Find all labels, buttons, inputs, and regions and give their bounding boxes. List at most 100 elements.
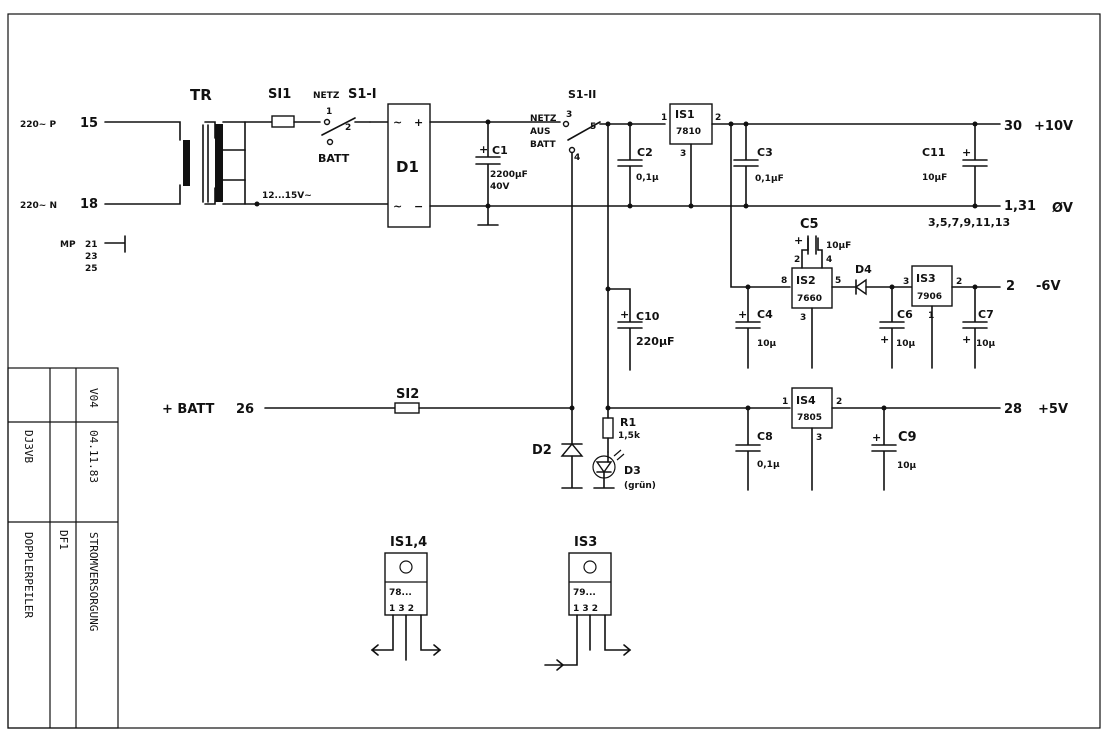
capacitor-c1: + C1 2200μF 40V: [475, 119, 528, 226]
d3-label: D3: [624, 464, 641, 477]
regulator-is1: IS1 7810 1 2 3: [661, 103, 721, 209]
input-p-pin: 15: [80, 116, 98, 131]
r1-value: 1,5k: [618, 431, 641, 441]
si2-label: SI2: [396, 387, 419, 402]
svg-text:+: +: [414, 116, 423, 129]
out-m6v-pin: 2: [1006, 279, 1015, 294]
s1-ii-aus: AUS: [530, 127, 550, 137]
switch-s1-i: NETZ S1-I 1 2 BATT: [313, 87, 377, 165]
c6-label: C6: [897, 308, 913, 321]
is2-pin5: 5: [835, 276, 841, 286]
pkg2-pins: 1 3 2: [573, 604, 598, 614]
c1-value: 2200μF: [490, 170, 528, 180]
svg-text:~: ~: [393, 200, 402, 213]
package-is1-4: IS1,4 78... 1 3 2: [370, 535, 442, 661]
is3-pin3: 3: [903, 277, 909, 287]
is1-pin2: 2: [715, 113, 721, 123]
c2-label: C2: [637, 146, 653, 159]
r1-label: R1: [620, 416, 636, 429]
capacitor-c10: + C10 220μF: [607, 288, 675, 371]
c11-label: C11: [922, 146, 945, 159]
c2-value: 0,1μ: [636, 173, 659, 183]
input-mp-pin-2: 23: [85, 252, 98, 262]
pkg1-type: 78...: [389, 588, 412, 598]
svg-text:+: +: [738, 308, 747, 321]
pkg1-label: IS1,4: [390, 535, 427, 550]
s1-ii-pin3: 3: [566, 110, 572, 120]
title-date: 04.11.83: [87, 430, 100, 483]
is2-pin8: 8: [781, 276, 787, 286]
c1-label: C1: [492, 144, 508, 157]
capacitor-c4: + C4 10μ: [735, 284, 777, 369]
capacitor-c9: + C9 10μ: [871, 405, 917, 491]
c3-label: C3: [757, 146, 773, 159]
s1-i-batt: BATT: [318, 152, 350, 165]
svg-text:+: +: [794, 234, 803, 247]
input-n-label: 220~ N: [20, 201, 57, 211]
si1-label: SI1: [268, 87, 291, 102]
s1-i-netz: NETZ: [313, 91, 340, 101]
d4-label: D4: [855, 263, 872, 276]
title-title: STROMVERSORGUNG: [87, 532, 100, 631]
rectifier-d1: ~ + ~ − D1: [387, 103, 431, 228]
svg-text:+: +: [962, 333, 971, 346]
c10-value: 220μF: [636, 335, 675, 348]
d1-label: D1: [396, 158, 419, 176]
capacitor-c6: + C6 10μ: [879, 284, 916, 369]
s1-ii-batt: BATT: [530, 140, 556, 150]
is2-pin3: 3: [800, 313, 806, 323]
title-block: V04 04.11.83 DJ3VB DF1 STROMVERSORGUNG D…: [7, 367, 119, 729]
input-n-pin: 18: [80, 197, 98, 212]
c5-label: C5: [800, 217, 819, 232]
title-author: DJ3VB: [22, 430, 35, 463]
is1-type: 7810: [676, 127, 701, 137]
capacitor-c7: + C7 10μ: [962, 284, 996, 369]
resistor-r1: R1 1,5k: [602, 405, 791, 453]
svg-text:+: +: [479, 143, 488, 156]
c9-label: C9: [898, 430, 917, 445]
wire-to-is2: [730, 123, 791, 288]
capacitor-c8: C8 0,1μ: [735, 405, 780, 491]
capacitor-c2: C2 0,1μ: [617, 121, 659, 209]
battery-input: + BATT 26 SI2: [162, 387, 573, 417]
is3-pin2: 2: [956, 277, 962, 287]
c1-voltage: 40V: [490, 182, 510, 192]
out-m6v-label: -6V: [1036, 279, 1061, 294]
is4-pin2: 2: [836, 397, 842, 407]
pkg1-pins: 1 3 2: [389, 604, 414, 614]
led-d3: D3 (grün): [592, 449, 656, 491]
input-terminals: 220~ P 15 220~ N 18 MP 21 23 25: [20, 116, 126, 274]
out-gnd-label: ØV: [1052, 201, 1073, 216]
converter-is2: IS2 7660 8 5 3 2 4: [781, 249, 841, 369]
is2-type: 7660: [797, 294, 822, 304]
regulator-is4: IS4 7805 1 2 3: [782, 387, 842, 491]
c7-value: 10μ: [976, 339, 996, 349]
svg-text:+: +: [872, 431, 881, 444]
is3-label: IS3: [916, 272, 936, 285]
is1-pin3: 3: [680, 149, 686, 159]
diode-d2: D2: [532, 407, 584, 489]
capacitor-c5: + C5 10μF: [794, 217, 851, 255]
is4-type: 7805: [797, 413, 822, 423]
out-gnd-pins2: 3,5,7,9,11,13: [928, 216, 1010, 229]
c8-value: 0,1μ: [757, 460, 780, 470]
capacitor-c3: C3 0,1μF: [733, 121, 784, 209]
diode-d4: D4: [831, 263, 913, 296]
input-mp-label: MP: [60, 240, 76, 250]
is2-pin4: 4: [826, 255, 832, 265]
c8-label: C8: [757, 430, 773, 443]
out-5v-label: +5V: [1038, 402, 1068, 417]
is2-label: IS2: [796, 274, 816, 287]
c3-value: 0,1μF: [755, 174, 784, 184]
is2-pin2: 2: [794, 255, 800, 265]
is4-pin3: 3: [816, 433, 822, 443]
batt-input-pin: 26: [236, 402, 254, 417]
batt-input-label: + BATT: [162, 402, 215, 417]
c9-value: 10μ: [897, 461, 917, 471]
svg-text:~: ~: [393, 116, 402, 129]
title-project: DOPPLERPEILER: [22, 532, 35, 618]
d3-note: (grün): [624, 481, 656, 491]
capacitor-c11: + C11 10μF: [922, 121, 988, 209]
transformer-tr: TR: [104, 86, 246, 205]
mp-ground-wire: [104, 235, 126, 253]
